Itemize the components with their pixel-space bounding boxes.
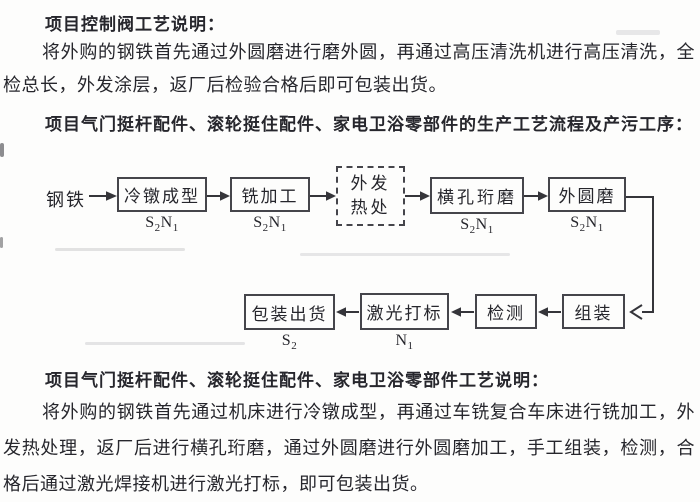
pollution-code-grinding: S2N1 — [548, 214, 626, 234]
code-sub: 2 — [469, 224, 476, 237]
flow-box-cylindrical-grinding: 外圆磨 — [548, 177, 626, 212]
code-sub: 2 — [262, 222, 269, 235]
flow-box-milling: 铣加工 — [230, 177, 310, 212]
flow-arrow-milling-to-heat — [310, 191, 336, 201]
flow-input-steel-label: 钢铁 — [46, 190, 86, 210]
flow-box-label: 横孔珩磨 — [437, 188, 517, 207]
code-part: S — [253, 214, 263, 231]
code-part: S — [281, 332, 292, 349]
pollution-code-milling: S2N1 — [230, 214, 310, 234]
flow-box-outsourced-heat-treatment: 外发 热处 — [336, 166, 405, 226]
code-sub: 1 — [597, 222, 604, 235]
code-part: N — [160, 214, 173, 231]
code-sub: 2 — [154, 222, 161, 235]
flow-arrow-laser-to-packing — [336, 307, 359, 317]
flow-box-laser-marking: 激光打标 — [360, 293, 449, 330]
code-sub: 2 — [579, 222, 586, 235]
flow-arrow-heat-to-honing — [405, 191, 430, 201]
flow-box-cold-heading: 冷镦成型 — [117, 177, 207, 212]
flow-box-assembly: 组装 — [562, 294, 625, 329]
para-control-valve-process: 将外购的钢铁首先通过外圆磨进行磨外圆，再通过高压清洗机进行高压清洗，全检总长，外… — [3, 42, 695, 95]
flow-box-inspection: 检测 — [475, 294, 537, 329]
flow-box-label-line2: 热处 — [350, 198, 391, 217]
flow-arrow-honing-to-grinding — [524, 191, 548, 201]
code-part: S — [145, 214, 155, 231]
flow-box-label-line1: 外发 — [350, 174, 391, 193]
flow-box-label: 检测 — [487, 304, 525, 323]
flow-arrow-coldheading-to-milling — [207, 191, 230, 201]
code-part: N — [585, 214, 598, 231]
heading-process-description: 项目气门挺杆配件、滚轮挺住配件、家电卫浴零部件工艺说明： — [45, 371, 549, 390]
code-part: N — [395, 332, 408, 349]
code-sub: 1 — [407, 340, 414, 353]
code-sub: 1 — [487, 224, 494, 237]
code-part: S — [460, 216, 470, 233]
heading-production-flow: 项目气门挺杆配件、滚轮挺住配件、家电卫浴零部件的生产工艺流程及产污工序： — [45, 115, 693, 134]
heading-control-valve-process: 项目控制阀工艺说明： — [45, 15, 225, 34]
code-part: S — [570, 214, 580, 231]
pollution-code-honing: S2N1 — [430, 216, 524, 236]
flow-box-label: 冷镦成型 — [124, 187, 200, 206]
pollution-code-packing: S2 — [244, 332, 335, 352]
code-sub: 2 — [291, 340, 298, 353]
para-process-description: 将外购的钢铁首先通过机床进行冷镦成型，再通过车铣复合车床进行铣加工，外发热处理，… — [3, 402, 695, 494]
flow-box-label: 组装 — [574, 304, 613, 323]
flow-elbow-grinding-to-assembly — [626, 196, 654, 320]
code-sub: 1 — [280, 222, 287, 235]
code-part: N — [475, 216, 488, 233]
flow-box-label: 外圆磨 — [558, 187, 616, 206]
pollution-code-cold-heading: S2N1 — [117, 214, 207, 234]
flow-arrow-inspection-to-laser — [451, 307, 474, 317]
code-part: N — [268, 214, 281, 231]
flow-box-cross-hole-honing: 横孔珩磨 — [430, 177, 524, 214]
flow-box-label: 激光打标 — [366, 304, 443, 323]
flow-arrow-assembly-to-inspection — [538, 307, 561, 317]
flow-box-label: 铣加工 — [241, 187, 299, 206]
flow-arrow-steel-to-coldheading — [89, 191, 117, 201]
flow-box-packing-shipping: 包装出货 — [244, 294, 335, 330]
code-sub: 1 — [172, 222, 179, 235]
pollution-code-laser-marking: N1 — [360, 332, 449, 352]
flow-box-label: 包装出货 — [251, 304, 328, 324]
